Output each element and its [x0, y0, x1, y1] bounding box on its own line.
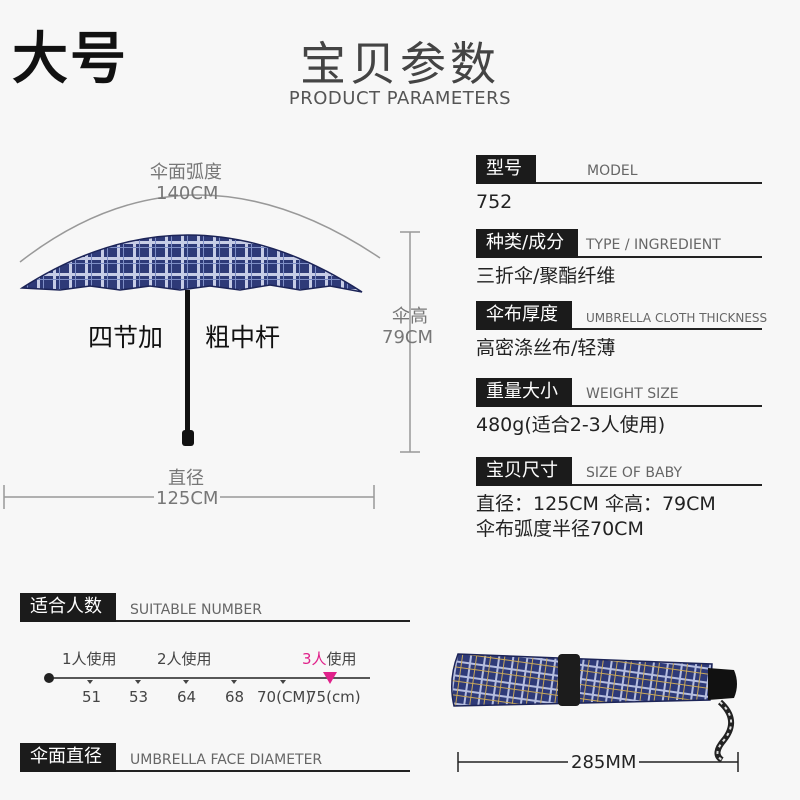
tick-label: 70(CM): [257, 688, 312, 706]
param-value-2: 伞布弧度半径70CM: [476, 518, 644, 540]
param-tag: 重量大小: [476, 378, 572, 407]
tick-label: 51: [82, 688, 102, 706]
param-en: UMBRELLA CLOTH THICKNESS: [586, 311, 768, 325]
tick-label: 75(cm): [307, 688, 361, 706]
param-size: 宝贝尺寸 SIZE OF BABY 直径：125CM 伞高：79CM 伞布弧度半…: [476, 454, 762, 542]
highlight-rest: 使用: [326, 650, 357, 668]
page-subtitle: PRODUCT PARAMETERS: [288, 88, 512, 109]
section-en: UMBRELLA FACE DIAMETER: [130, 752, 323, 768]
param-value: 高密涤丝布/轻薄: [476, 337, 616, 359]
tick-label: 64: [177, 688, 197, 706]
section-tag: 伞面直径: [20, 743, 116, 772]
folded-handle: [708, 668, 737, 700]
wrist-strap: [714, 699, 734, 763]
arc-value: 140CM: [156, 183, 219, 204]
param-tag: 型号: [476, 155, 536, 184]
param-weight: 重量大小 WEIGHT SIZE 480g(适合2-3人使用): [476, 375, 762, 438]
param-value: 直径：125CM 伞高：79CM: [476, 493, 716, 515]
folded-umbrella-image: [451, 653, 739, 772]
size-label: 大号: [12, 27, 128, 92]
face-diameter-header: 伞面直径 UMBRELLA FACE DIAMETER: [20, 740, 410, 772]
suitable-header: 适合人数 SUITABLE NUMBER: [20, 590, 410, 622]
folded-canopy: [451, 653, 713, 707]
section-en: SUITABLE NUMBER: [130, 602, 262, 618]
param-tag: 种类/成分: [476, 229, 579, 258]
param-tag: 宝贝尺寸: [476, 457, 572, 486]
section-tag: 适合人数: [20, 593, 116, 622]
height-value: 79CM: [382, 327, 434, 348]
diameter-label: 直径: [168, 468, 204, 489]
param-value: 480g(适合2-3人使用): [476, 414, 666, 436]
page-title: 宝贝参数: [300, 37, 500, 91]
param-model: 型号 MODEL 752: [476, 152, 762, 215]
tick-label: 68: [225, 688, 245, 706]
person-2-label: 2人使用: [157, 650, 212, 668]
param-en: MODEL: [587, 163, 638, 179]
param-tag: 伞布厚度: [476, 301, 572, 330]
folded-length-label: 285MM: [568, 752, 640, 773]
umbrella-shaft: [185, 290, 190, 438]
arc-label: 伞面弧度: [150, 162, 222, 183]
callout-left: 四节加: [88, 323, 164, 352]
folded-strap: [558, 654, 580, 706]
person-3-label: 3人使用: [302, 648, 357, 669]
umbrella-handle: [182, 430, 194, 446]
open-umbrella-diagram: [3, 194, 420, 509]
umbrella-canopy: [19, 234, 363, 293]
param-value: 三折伞/聚酯纤维: [476, 265, 616, 287]
highlight-number: 3人: [302, 650, 327, 668]
height-label: 伞高: [392, 306, 428, 327]
param-value: 752: [476, 191, 513, 213]
param-type: 种类/成分 TYPE / INGREDIENT 三折伞/聚酯纤维: [476, 226, 762, 289]
arc-dimension-line: [19, 194, 381, 263]
diameter-value: 125CM: [154, 488, 221, 509]
suitable-scale: [44, 672, 370, 684]
tick-label: 53: [129, 688, 149, 706]
person-1-label: 1人使用: [62, 650, 117, 668]
callout-right: 粗中杆: [205, 323, 281, 352]
param-en: TYPE / INGREDIENT: [586, 237, 721, 253]
param-en: WEIGHT SIZE: [586, 386, 679, 402]
param-en: SIZE OF BABY: [586, 465, 682, 481]
param-thickness: 伞布厚度 UMBRELLA CLOTH THICKNESS 高密涤丝布/轻薄: [476, 298, 767, 361]
